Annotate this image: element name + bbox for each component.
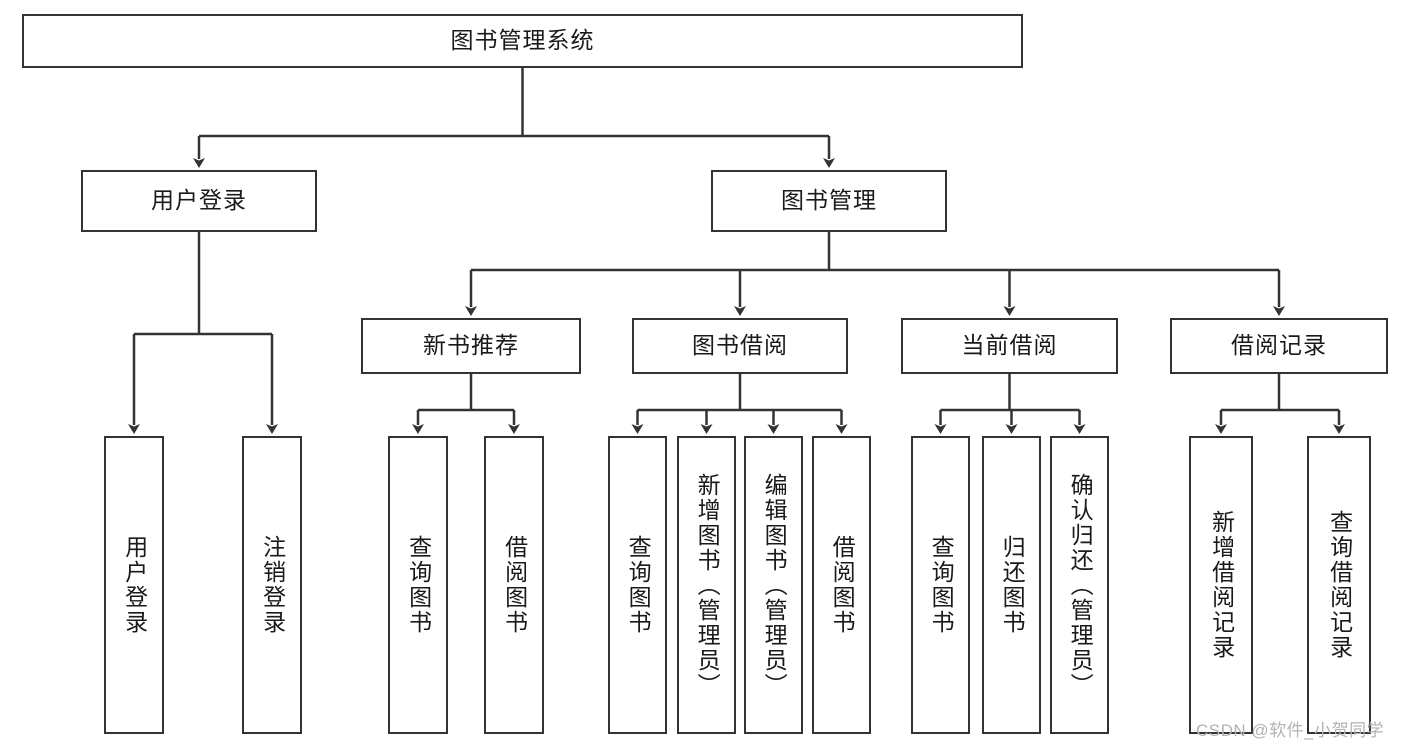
- node-label: 新增图书（管理员）: [694, 472, 721, 698]
- node-book_manage: 图书管理: [711, 170, 947, 232]
- node-label: 新书推荐: [423, 332, 519, 359]
- node-new_book_rec: 新书推荐: [361, 318, 581, 374]
- node-label: 查询借阅记录: [1326, 510, 1353, 660]
- node-label: 用户登录: [151, 187, 247, 214]
- node-label: 注销登录: [259, 535, 286, 635]
- node-leaf_bb_add: 新增图书（管理员）: [677, 436, 736, 734]
- node-leaf_bb_borrow: 借阅图书: [812, 436, 871, 734]
- node-label: 查询图书: [928, 535, 955, 635]
- node-label: 确认归还（管理员）: [1067, 472, 1094, 698]
- node-current_borrow: 当前借阅: [901, 318, 1118, 374]
- node-label: 借阅记录: [1231, 332, 1327, 359]
- node-leaf_br_query: 查询借阅记录: [1307, 436, 1371, 734]
- node-leaf_bb_query: 查询图书: [608, 436, 667, 734]
- node-label: 借阅图书: [829, 535, 856, 635]
- node-label: 图书管理: [781, 187, 877, 214]
- node-leaf_cb_query: 查询图书: [911, 436, 970, 734]
- node-leaf_br_add: 新增借阅记录: [1189, 436, 1253, 734]
- node-label: 查询图书: [405, 535, 432, 635]
- node-borrow_record: 借阅记录: [1170, 318, 1388, 374]
- node-root: 图书管理系统: [22, 14, 1023, 68]
- node-label: 新增借阅记录: [1208, 510, 1235, 660]
- node-label: 图书管理系统: [450, 27, 595, 54]
- node-book_borrow: 图书借阅: [632, 318, 848, 374]
- node-label: 编辑图书（管理员）: [761, 472, 788, 698]
- node-leaf_nb_query: 查询图书: [388, 436, 448, 734]
- node-leaf_cb_return: 归还图书: [982, 436, 1041, 734]
- node-leaf_cb_confirm: 确认归还（管理员）: [1050, 436, 1109, 734]
- node-leaf_logout: 注销登录: [242, 436, 302, 734]
- node-leaf_bb_edit: 编辑图书（管理员）: [744, 436, 803, 734]
- node-label: 查询图书: [625, 535, 652, 635]
- node-label: 归还图书: [999, 535, 1026, 635]
- node-label: 借阅图书: [501, 535, 528, 635]
- node-label: 用户登录: [121, 535, 148, 635]
- node-leaf_nb_borrow: 借阅图书: [484, 436, 544, 734]
- node-user_login: 用户登录: [81, 170, 317, 232]
- csdn-watermark: CSDN @软件_小贺同学: [1196, 721, 1385, 740]
- node-label: 图书借阅: [692, 332, 788, 359]
- node-leaf_user_login: 用户登录: [104, 436, 164, 734]
- node-label: 当前借阅: [961, 332, 1058, 359]
